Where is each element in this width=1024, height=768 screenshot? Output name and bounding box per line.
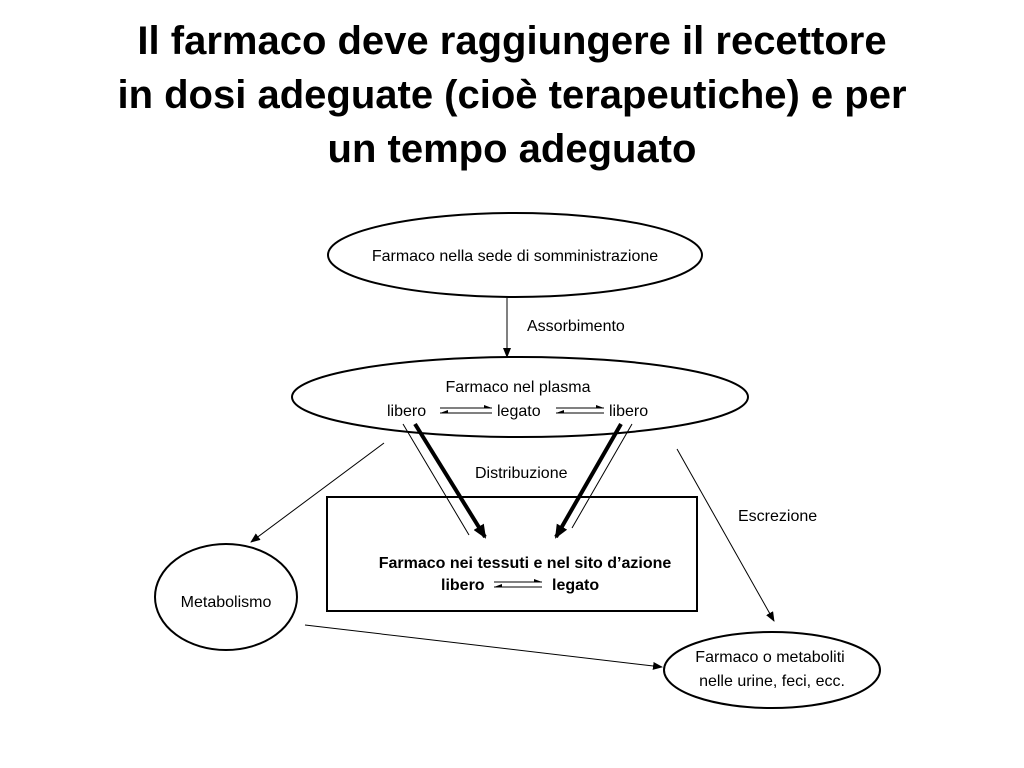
edge-distribution-label: Distribuzione xyxy=(475,465,568,482)
node-administration-label: Farmaco nella sede di somministrazione xyxy=(372,248,658,265)
node-plasma-free-right: libero xyxy=(609,403,648,420)
edge-metabolism xyxy=(250,442,385,543)
equilibrium-arrow-tissues xyxy=(494,579,542,588)
node-plasma-free-left: libero xyxy=(387,403,426,420)
node-tissues-bound: legato xyxy=(552,577,599,594)
node-excreta xyxy=(663,631,881,709)
title-line-3: un tempo adeguato xyxy=(327,127,697,171)
node-metabolism-label: Metabolismo xyxy=(181,594,272,611)
edge-excretion-label: Escrezione xyxy=(738,508,817,525)
equilibrium-arrow-plasma-right xyxy=(556,405,604,414)
node-tissues-free: libero xyxy=(441,577,485,594)
node-plasma-title: Farmaco nel plasma xyxy=(446,379,591,396)
title-line-1: Il farmaco deve raggiungere il recettore xyxy=(137,19,887,63)
node-excreta-line2: nelle urine, feci, ecc. xyxy=(699,673,845,690)
edge-excretion xyxy=(676,448,775,622)
edge-distribution-return-right xyxy=(571,423,633,529)
node-tissues xyxy=(326,496,698,612)
node-tissues-title: Farmaco nei tessuti e nel sito d’azione xyxy=(379,555,672,572)
equilibrium-arrow-plasma-left xyxy=(440,405,492,414)
node-plasma xyxy=(291,356,749,438)
edge-distribution-bold-right xyxy=(554,423,623,539)
node-metabolism xyxy=(154,543,298,651)
title-line-2: in dosi adeguate (cioè terapeutiche) e p… xyxy=(117,73,907,117)
node-plasma-bound: legato xyxy=(497,403,541,420)
node-administration xyxy=(327,212,703,298)
edge-distribution-return-left xyxy=(402,423,470,536)
edge-metabolism-to-excreta xyxy=(304,624,663,670)
edge-absorption-label: Assorbimento xyxy=(527,318,625,335)
node-excreta-line1: Farmaco o metaboliti xyxy=(695,649,844,666)
edge-distribution-bold-left xyxy=(413,422,487,539)
slide-title: Il farmaco deve raggiungere il recettore… xyxy=(0,14,1024,176)
